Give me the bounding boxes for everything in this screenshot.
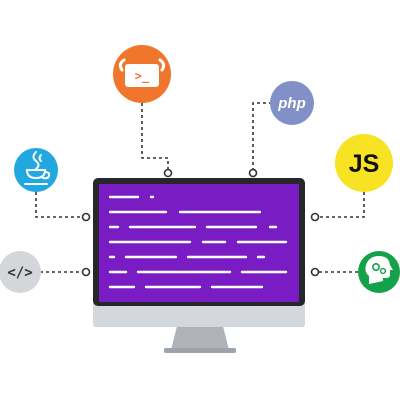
dot-ai bbox=[310, 267, 320, 277]
js-icon: JS bbox=[349, 150, 380, 178]
terminal-bull-icon: >_ bbox=[118, 58, 166, 87]
connector-js bbox=[316, 192, 365, 218]
php-icon: php bbox=[277, 95, 306, 112]
dot-terminal bbox=[163, 168, 173, 178]
html-code-node: </> bbox=[0, 251, 41, 293]
brain-gears-icon bbox=[365, 256, 393, 284]
terminal-node: >_ bbox=[113, 45, 171, 103]
dot-java bbox=[81, 212, 91, 222]
dot-php bbox=[248, 168, 258, 178]
monitor bbox=[93, 178, 305, 353]
javascript-node-circle bbox=[335, 134, 393, 192]
monitor-stand-base bbox=[164, 348, 236, 353]
code-lines bbox=[108, 195, 288, 289]
terminal-prompt-label: >_ bbox=[135, 69, 150, 84]
code-tag-icon: </> bbox=[7, 265, 32, 281]
monitor-chin-lower bbox=[93, 306, 305, 327]
dot-js bbox=[310, 212, 320, 222]
connector-terminal bbox=[141, 103, 169, 172]
php-node: php bbox=[270, 81, 314, 125]
connector-dots bbox=[81, 168, 320, 277]
html-code-node-circle bbox=[0, 251, 41, 293]
connector-php bbox=[252, 102, 272, 172]
php-node-circle bbox=[270, 81, 314, 125]
monitor-stand bbox=[171, 326, 229, 350]
java-node bbox=[14, 148, 58, 192]
dot-html bbox=[81, 267, 91, 277]
ai-mind-node bbox=[358, 251, 400, 293]
java-cup-icon bbox=[24, 151, 51, 185]
javascript-node: JS bbox=[335, 134, 393, 192]
connector-java bbox=[35, 192, 86, 218]
connectors bbox=[35, 102, 365, 273]
